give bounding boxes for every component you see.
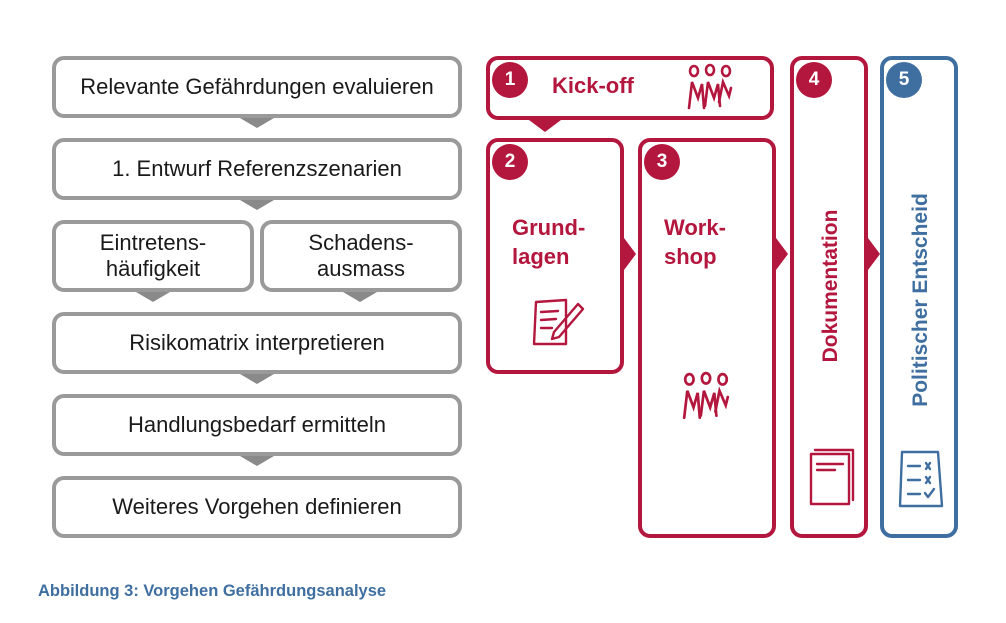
phase-title: Kick-off [552, 73, 634, 98]
people-icon [687, 63, 733, 110]
step-label: Relevante Gefährdungen evaluieren [80, 73, 434, 99]
phase-grundlagen: 2 Grund- lagen [486, 138, 624, 374]
phase-number: 5 [886, 62, 922, 98]
phase-politischer-entscheid: 5 Politischer Entscheid [880, 56, 958, 538]
people-icon [682, 371, 730, 420]
connector-arrow [240, 456, 274, 466]
phase-dokumentation: 4 Dokumentation [790, 56, 868, 538]
connector-arrow [136, 292, 170, 302]
phase-number: 3 [644, 144, 680, 180]
phase-transition-arrow [529, 120, 561, 132]
connector-arrow [240, 374, 274, 384]
step-schadensausmass: Schadens- ausmass [260, 220, 462, 292]
connector-arrow [240, 118, 274, 128]
phase-number: 4 [796, 62, 832, 98]
step-label: Risikomatrix interpretieren [129, 329, 385, 355]
figure-caption: Abbildung 3: Vorgehen Gefährdungsanalyse [38, 582, 387, 600]
step-entwurf-referenzszenarien: 1. Entwurf Referenzszenarien [52, 138, 462, 200]
step-weiteres-vorgehen: Weiteres Vorgehen definieren [52, 476, 462, 538]
phase-transition-arrow [868, 238, 880, 270]
report-icon [809, 448, 855, 506]
phase-number: 1 [492, 62, 528, 98]
phase-kickoff: 1 Kick-off [486, 56, 774, 120]
step-eintretenshaeufigkeit: Eintretens- häufigkeit [52, 220, 254, 292]
step-label: Weiteres Vorgehen definieren [112, 493, 402, 519]
step-label: Eintretens- häufigkeit [99, 229, 207, 281]
connector-arrow [343, 292, 377, 302]
step-risikomatrix: Risikomatrix interpretieren [52, 312, 462, 374]
phase-number: 2 [492, 144, 528, 180]
phase-title: Grund- lagen [512, 215, 586, 269]
step-label: 1. Entwurf Referenzszenarien [112, 155, 402, 181]
step-handlungsbedarf: Handlungsbedarf ermitteln [52, 394, 462, 456]
phase-workshop: 3 Work- shop [638, 138, 776, 538]
phase-title: Dokumentation [819, 209, 842, 363]
step-relevante-gefaehrdungen: Relevante Gefährdungen evaluieren [52, 56, 462, 118]
step-label: Schadens- ausmass [308, 229, 414, 281]
checklist-icon [898, 450, 944, 508]
phase-title: Work- shop [664, 215, 726, 269]
step-label: Handlungsbedarf ermitteln [127, 411, 387, 437]
phase-transition-arrow [776, 238, 788, 270]
document-pen-icon [532, 298, 585, 346]
phase-title: Politischer Entscheid [909, 193, 932, 407]
connector-arrow [240, 200, 274, 210]
phase-transition-arrow [624, 238, 636, 270]
